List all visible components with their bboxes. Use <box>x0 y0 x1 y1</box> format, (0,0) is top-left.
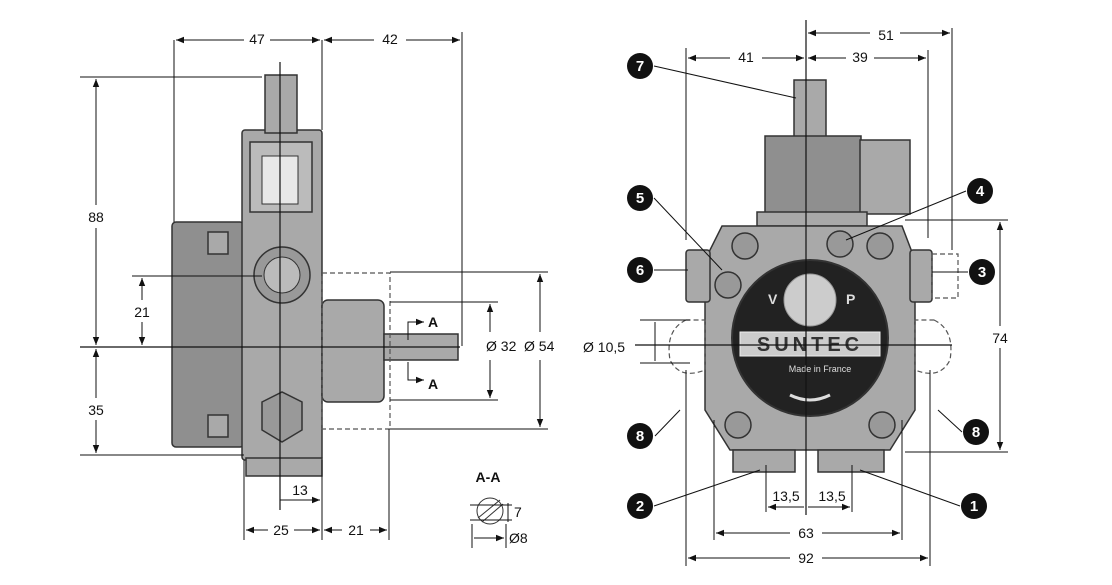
flange-block <box>171 221 245 448</box>
dim-41: 41 <box>738 49 754 65</box>
bolt-bottom-right <box>868 411 896 439</box>
solenoid-stem <box>264 74 298 134</box>
svg-text:5: 5 <box>636 190 644 207</box>
callout-7: 7 <box>627 53 653 79</box>
svg-text:4: 4 <box>976 183 985 200</box>
section-dim-7: 7 <box>514 504 522 520</box>
callout-3: 3 <box>969 259 995 285</box>
bolt-bottom-left <box>724 411 752 439</box>
port-1 <box>817 449 885 473</box>
dim-74: 74 <box>992 330 1008 346</box>
callout-4: 4 <box>967 178 993 204</box>
port-v: V <box>768 291 778 307</box>
bolt-top-right <box>826 230 854 258</box>
port-2 <box>732 449 796 473</box>
bottom-ports <box>245 457 323 477</box>
svg-text:1: 1 <box>970 498 978 515</box>
dim-25: 25 <box>273 522 289 538</box>
svg-text:2: 2 <box>636 498 644 515</box>
section-view: A-A 7 Ø8 <box>470 469 528 548</box>
plug-3-hidden <box>931 253 959 299</box>
dim-dia-54: Ø 54 <box>524 338 555 354</box>
made-in: Made in France <box>789 364 852 374</box>
dim-13-5-left: 13,5 <box>772 488 799 504</box>
coil-body <box>764 135 862 219</box>
port-nut-inner <box>263 256 301 294</box>
brand-plate <box>739 331 881 357</box>
bolt-5 <box>714 271 742 299</box>
hidden-outline <box>321 272 391 430</box>
section-title: A-A <box>476 469 501 485</box>
plug-6 <box>685 249 711 303</box>
callout-5: 5 <box>627 185 653 211</box>
dim-21-bottom: 21 <box>348 522 364 538</box>
svg-text:8: 8 <box>636 428 644 445</box>
dim-88: 88 <box>88 209 104 225</box>
section-dim-8: Ø8 <box>509 530 528 546</box>
brand-logo <box>783 273 837 327</box>
dim-42: 42 <box>382 31 398 47</box>
coil-connector <box>859 139 911 215</box>
callout-6: 6 <box>627 257 653 283</box>
front-solenoid-stem <box>793 79 827 139</box>
dim-13-5-right: 13,5 <box>818 488 845 504</box>
svg-text:8: 8 <box>972 424 980 441</box>
dim-39: 39 <box>852 49 868 65</box>
svg-text:6: 6 <box>636 262 644 279</box>
dim-dia-10-5: Ø 10,5 <box>583 339 625 355</box>
coil-base <box>756 211 868 227</box>
callout-1: 1 <box>961 493 987 519</box>
shaft-hub <box>321 299 385 403</box>
plug-3-nut <box>909 249 933 303</box>
port-p: P <box>846 291 855 307</box>
dim-92: 92 <box>798 550 814 566</box>
lug-left <box>668 319 706 374</box>
section-mark-top: A <box>428 314 438 330</box>
bolt-top-left <box>731 232 759 260</box>
flange-tab-lower <box>207 414 229 438</box>
lower-hex <box>261 391 303 443</box>
dim-13: 13 <box>292 482 308 498</box>
flange-tab <box>207 231 229 255</box>
front-view: V P SUNTEC Made in France 51 41 39 Ø 10,… <box>583 20 1008 566</box>
bolt-top-far <box>866 232 894 260</box>
svg-text:7: 7 <box>636 58 644 75</box>
dim-21: 21 <box>134 304 150 320</box>
callout-8-right: 8 <box>963 419 989 445</box>
rotation-arrow <box>789 393 831 402</box>
dim-51: 51 <box>878 27 894 43</box>
dim-dia-32: Ø 32 <box>486 338 517 354</box>
section-mark-bottom: A <box>428 376 438 392</box>
dim-63: 63 <box>798 525 814 541</box>
callout-8-left: 8 <box>627 423 653 449</box>
lug-right <box>914 319 952 374</box>
dim-47: 47 <box>249 31 265 47</box>
side-view: 47 42 88 35 21 Ø 32 Ø 54 A A <box>80 31 555 540</box>
dim-35: 35 <box>88 402 104 418</box>
callout-2: 2 <box>627 493 653 519</box>
svg-text:3: 3 <box>978 264 986 281</box>
